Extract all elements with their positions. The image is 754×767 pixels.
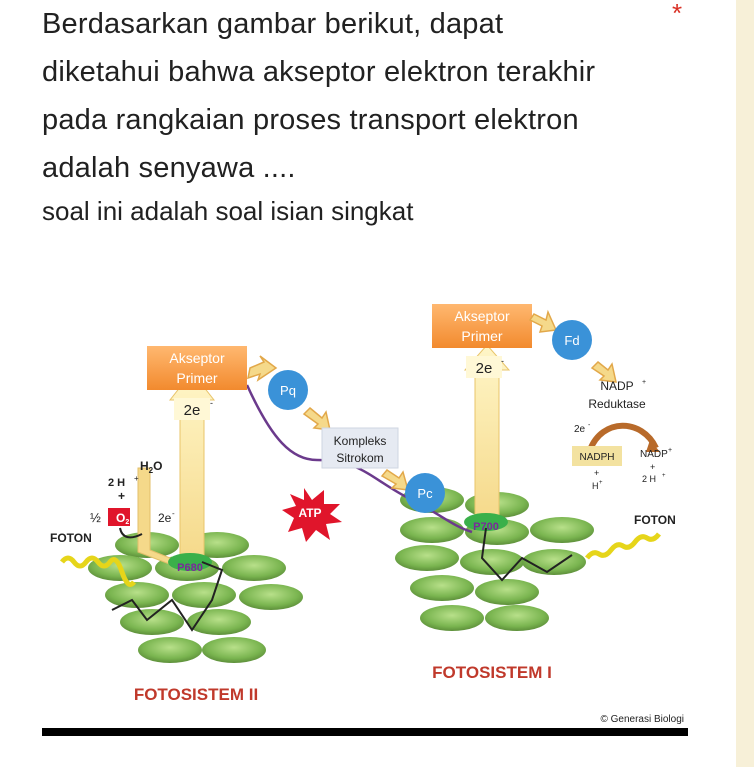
svg-text:Fd: Fd bbox=[564, 333, 579, 348]
ps1-foton-label: FOTON bbox=[634, 513, 676, 527]
half-label: ½ bbox=[90, 510, 101, 525]
nadp-reductase-label-2: Reduktase bbox=[588, 397, 646, 411]
ps2-two-e-label: 2e bbox=[184, 402, 201, 419]
question-line-4: adalah senyawa .... bbox=[42, 152, 296, 184]
svg-text:+: + bbox=[642, 379, 646, 386]
svg-text:+: + bbox=[668, 447, 672, 454]
ps2-primary-acceptor-box bbox=[147, 346, 247, 390]
two-h-plus-label: 2 H bbox=[108, 477, 125, 489]
svg-text:-: - bbox=[172, 509, 175, 518]
svg-text:-: - bbox=[501, 356, 504, 366]
svg-text:Primer: Primer bbox=[461, 328, 503, 344]
atp-starburst bbox=[282, 488, 342, 542]
pc-carrier bbox=[405, 473, 445, 513]
svg-text:+: + bbox=[118, 489, 125, 503]
o2-box bbox=[108, 508, 130, 526]
svg-text:Akseptor: Akseptor bbox=[169, 350, 225, 366]
p680-center bbox=[168, 553, 212, 571]
nadph-label: NADPH bbox=[579, 452, 614, 463]
p700-center bbox=[464, 513, 508, 531]
question-hint: soal ini adalah soal isian singkat bbox=[42, 196, 414, 226]
svg-text:+: + bbox=[594, 468, 599, 478]
nadp-plus-label: NADP bbox=[640, 449, 668, 460]
arc-two-e-label: 2e bbox=[574, 424, 586, 435]
question-text: Berdasarkan gambar berikut, dapat diketa… bbox=[42, 0, 652, 192]
svg-text:Primer: Primer bbox=[176, 370, 218, 386]
question-line-2: diketahui bahwa akseptor elektron terakh… bbox=[42, 56, 596, 88]
cytochrome-complex-box bbox=[321, 427, 399, 469]
ps2-energy-zigzag bbox=[111, 561, 224, 632]
pq-carrier bbox=[268, 370, 308, 410]
p700-label: P700 bbox=[473, 521, 499, 533]
svg-text:Pc: Pc bbox=[417, 486, 433, 501]
ps1-energy-zigzag bbox=[480, 527, 573, 582]
ps2-small-two-e: 2e bbox=[158, 511, 172, 525]
svg-text:+: + bbox=[134, 474, 139, 483]
svg-text:Sitrokom: Sitrokom bbox=[336, 451, 383, 465]
ps1-title: FOTOSISTEM I bbox=[432, 663, 552, 682]
arrow-to-fd bbox=[528, 309, 558, 333]
arrow-fd-to-nadp bbox=[590, 360, 617, 383]
h-plus-label: H bbox=[592, 481, 599, 491]
nadp-reduction-arc bbox=[587, 422, 659, 452]
ps2-title: FOTOSISTEM II bbox=[134, 685, 258, 704]
arrow-kompleks-to-pc bbox=[380, 469, 410, 491]
svg-text:-: - bbox=[210, 398, 213, 408]
p680-label: P680 bbox=[177, 562, 203, 574]
electron-transport-figure: Akseptor Primer Akseptor Primer Pq Fd Pc… bbox=[50, 304, 684, 725]
svg-text:ATP: ATP bbox=[298, 506, 321, 520]
arrow-pq-to-kompleks bbox=[302, 406, 331, 431]
svg-text:Kompleks: Kompleks bbox=[334, 434, 387, 448]
ps2-foton-label: FOTON bbox=[50, 531, 92, 545]
svg-text:+: + bbox=[662, 473, 666, 479]
ps1-two-e-label: 2e bbox=[476, 360, 493, 377]
question-line-1: Berdasarkan gambar berikut, dapat bbox=[42, 8, 504, 40]
question-line-3: pada rangkaian proses transport elektron bbox=[42, 104, 579, 136]
svg-text:-: - bbox=[588, 422, 591, 429]
svg-text:Akseptor: Akseptor bbox=[454, 308, 510, 324]
h2o-label: H2O bbox=[140, 459, 162, 475]
svg-text:Pq: Pq bbox=[280, 383, 296, 398]
svg-text:O2: O2 bbox=[116, 511, 129, 526]
two-h-plus-right-label: 2 H bbox=[642, 474, 656, 484]
svg-text:+: + bbox=[650, 462, 655, 472]
figure-bottom-rule bbox=[42, 728, 688, 736]
figure-credit: © Generasi Biologi bbox=[600, 714, 684, 725]
nadph-box bbox=[572, 446, 622, 466]
ps2-photon-wave bbox=[60, 555, 136, 587]
nadp-reductase-label-1: NADP bbox=[600, 379, 633, 393]
electron-flow-line bbox=[245, 384, 473, 534]
ps1-primary-acceptor-box bbox=[432, 304, 532, 348]
arrow-to-pq bbox=[247, 355, 278, 382]
right-margin-strip bbox=[736, 0, 754, 767]
svg-text:+: + bbox=[599, 480, 603, 486]
oxygen-release-arrow bbox=[119, 527, 143, 539]
fd-carrier bbox=[552, 320, 592, 360]
ps1-photon-wave bbox=[585, 532, 661, 560]
required-asterisk: * bbox=[672, 0, 683, 28]
